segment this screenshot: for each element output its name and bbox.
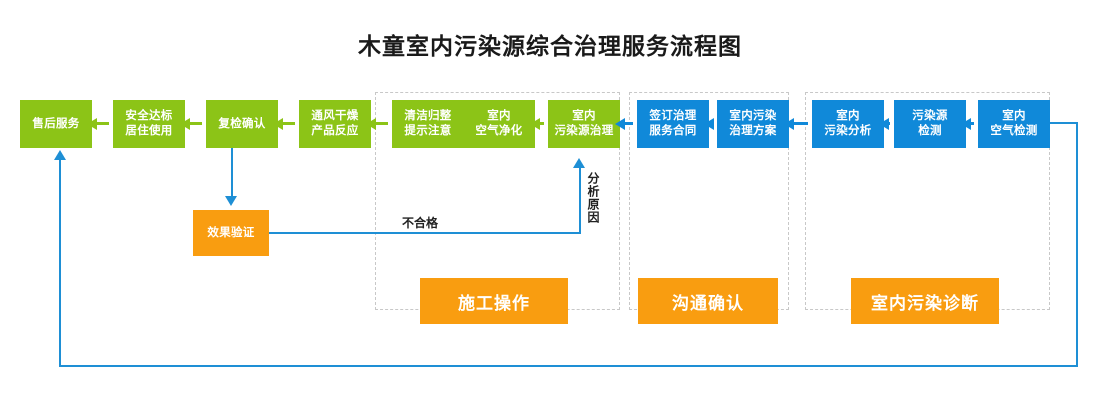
node-line: 清洁归整: [404, 110, 452, 123]
stage-label: 施工操作: [458, 293, 530, 313]
stage-communication-confirm[interactable]: 沟通确认: [638, 278, 778, 324]
connector-loop-bottom: [59, 365, 1078, 367]
node-line: 空气净化: [475, 125, 523, 137]
arrow-to-recheck-confirm: [273, 117, 295, 130]
arrow-to-indoor-pollution-analysis: [879, 117, 890, 130]
node-line: 产品反应: [311, 125, 359, 137]
node-line: 室内污染: [729, 110, 777, 123]
stage-label: 沟通确认: [672, 293, 744, 313]
node-line: 服务合同: [649, 125, 697, 137]
connector-loop-right: [1076, 122, 1078, 367]
node-indoor-pollution-analysis[interactable]: 室内 污染分析: [812, 100, 884, 148]
node-recheck-confirm[interactable]: 复检确认: [206, 100, 278, 148]
stage-label: 室内污染诊断: [871, 293, 979, 313]
node-line: 居住使用: [125, 125, 173, 137]
stage-construction-operation[interactable]: 施工操作: [420, 278, 568, 324]
node-line: 室内: [836, 110, 860, 123]
node-ventilate-dry-reaction[interactable]: 通风干燥 产品反应: [299, 100, 371, 148]
node-line: 安全达标: [125, 110, 173, 123]
node-line: 室内: [572, 110, 596, 123]
node-indoor-treatment-plan[interactable]: 室内污染 治理方案: [717, 100, 789, 148]
node-line: 售后服务: [32, 117, 80, 130]
connector-analyze-cause-vertical: [579, 168, 581, 234]
arrow-to-indoor-treatment-plan: [784, 117, 808, 130]
node-line: 复检确认: [218, 117, 266, 130]
connector-loop-top-right: [1050, 122, 1078, 124]
page-title: 木童室内污染源综合治理服务流程图: [358, 33, 742, 59]
arrowhead-up-to-source-treatment: [573, 158, 585, 168]
arrow-to-safe-standard-living: [180, 117, 202, 130]
arrow-to-after-sales-service: [87, 117, 109, 130]
connector-verification-fail: [269, 232, 581, 234]
node-effect-verification[interactable]: 效果验证: [193, 210, 269, 256]
edge-label-analyze-cause: 分析原因: [586, 172, 600, 224]
arrowhead-down-to-verification: [225, 196, 237, 206]
node-line: 治理方案: [729, 125, 777, 137]
node-line: 污染分析: [824, 125, 872, 137]
connector-recheck-to-verification: [231, 148, 233, 196]
node-line: 提示注意: [404, 125, 452, 137]
connector-loop-left: [59, 160, 61, 367]
node-line: 通风干燥: [311, 110, 359, 123]
node-sign-service-contract[interactable]: 签订治理 服务合同: [637, 100, 709, 148]
node-clean-tidy-notice[interactable]: 清洁归整 提示注意: [392, 100, 464, 148]
node-line: 效果验证: [207, 226, 255, 239]
arrowhead-up-to-after-sales-service: [54, 150, 66, 160]
node-indoor-air-purification[interactable]: 室内 空气净化: [463, 100, 535, 148]
arrow-to-indoor-source-treatment: [615, 117, 633, 130]
arrow-to-indoor-air-purification: [530, 117, 544, 130]
node-line: 签订治理: [649, 110, 697, 123]
node-indoor-air-testing[interactable]: 室内 空气检测: [978, 100, 1050, 148]
node-safe-standard-living[interactable]: 安全达标 居住使用: [113, 100, 185, 148]
node-indoor-source-treatment[interactable]: 室内 污染源治理: [548, 100, 620, 148]
node-line: 空气检测: [990, 125, 1038, 137]
node-line: 检测: [918, 125, 942, 137]
node-line: 污染源治理: [554, 125, 614, 137]
node-after-sales-service[interactable]: 售后服务: [20, 100, 92, 148]
node-line: 室内: [487, 110, 511, 123]
node-line: 室内: [1002, 110, 1026, 123]
arrow-to-ventilate-dry-reaction: [366, 117, 388, 130]
node-line: 污染源: [912, 110, 948, 123]
node-pollution-source-testing[interactable]: 污染源 检测: [894, 100, 966, 148]
arrow-to-pollution-source-testing: [961, 117, 974, 130]
stage-indoor-pollution-diagnosis[interactable]: 室内污染诊断: [851, 278, 999, 324]
edge-label-fail: 不合格: [402, 216, 439, 230]
